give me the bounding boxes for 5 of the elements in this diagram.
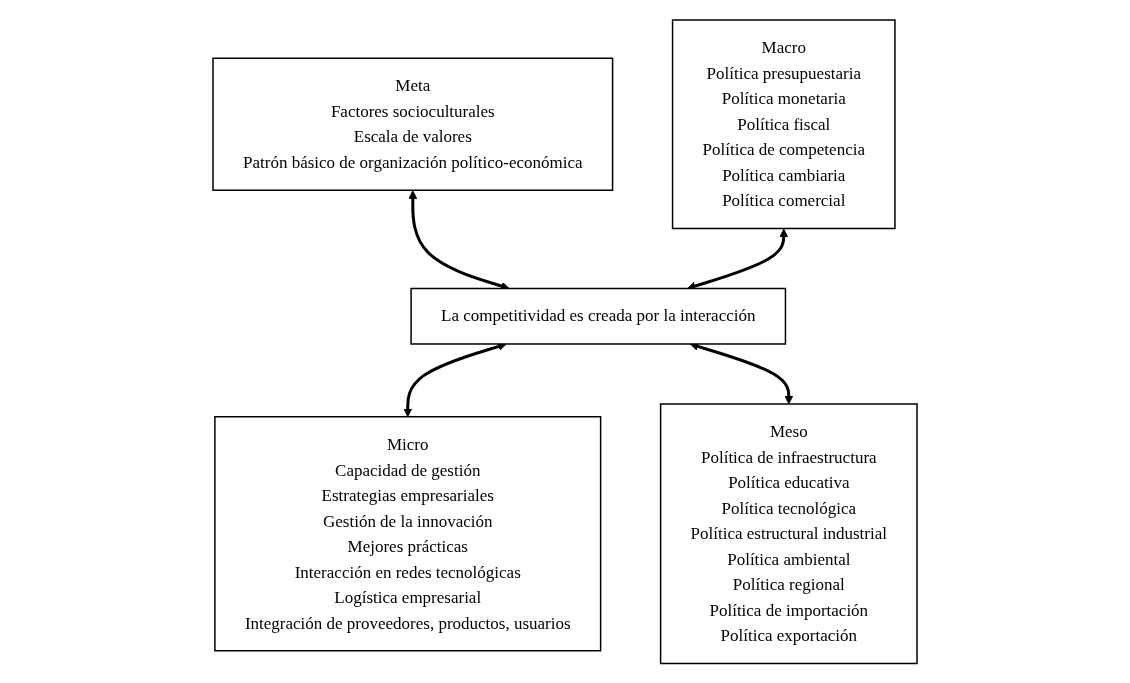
node-box: Meso Política de infraestructura Política educativa Política tecnológica Política estructural industrial Política ambiental Política regional Política de importación Política exportación — [659, 403, 918, 664]
node-box: Macro Política presupuestaria Política monetaria Política fiscal Política de competencia Política cambiaria Política comercial — [671, 19, 896, 229]
node-box: Micro Capacidad de gestión Estrategias empresariales Gestión de la innovación Mejores prácticas Interacción en redes tecnológicas Logística empresarial Integración de proveedores, productos, usuarios — [214, 415, 602, 652]
node-box: Meta Factores socioculturales Escala de valores Patrón básico de organización político-económica — [212, 57, 614, 191]
node-box: La competitividad es creada por la interacción — [410, 287, 787, 345]
